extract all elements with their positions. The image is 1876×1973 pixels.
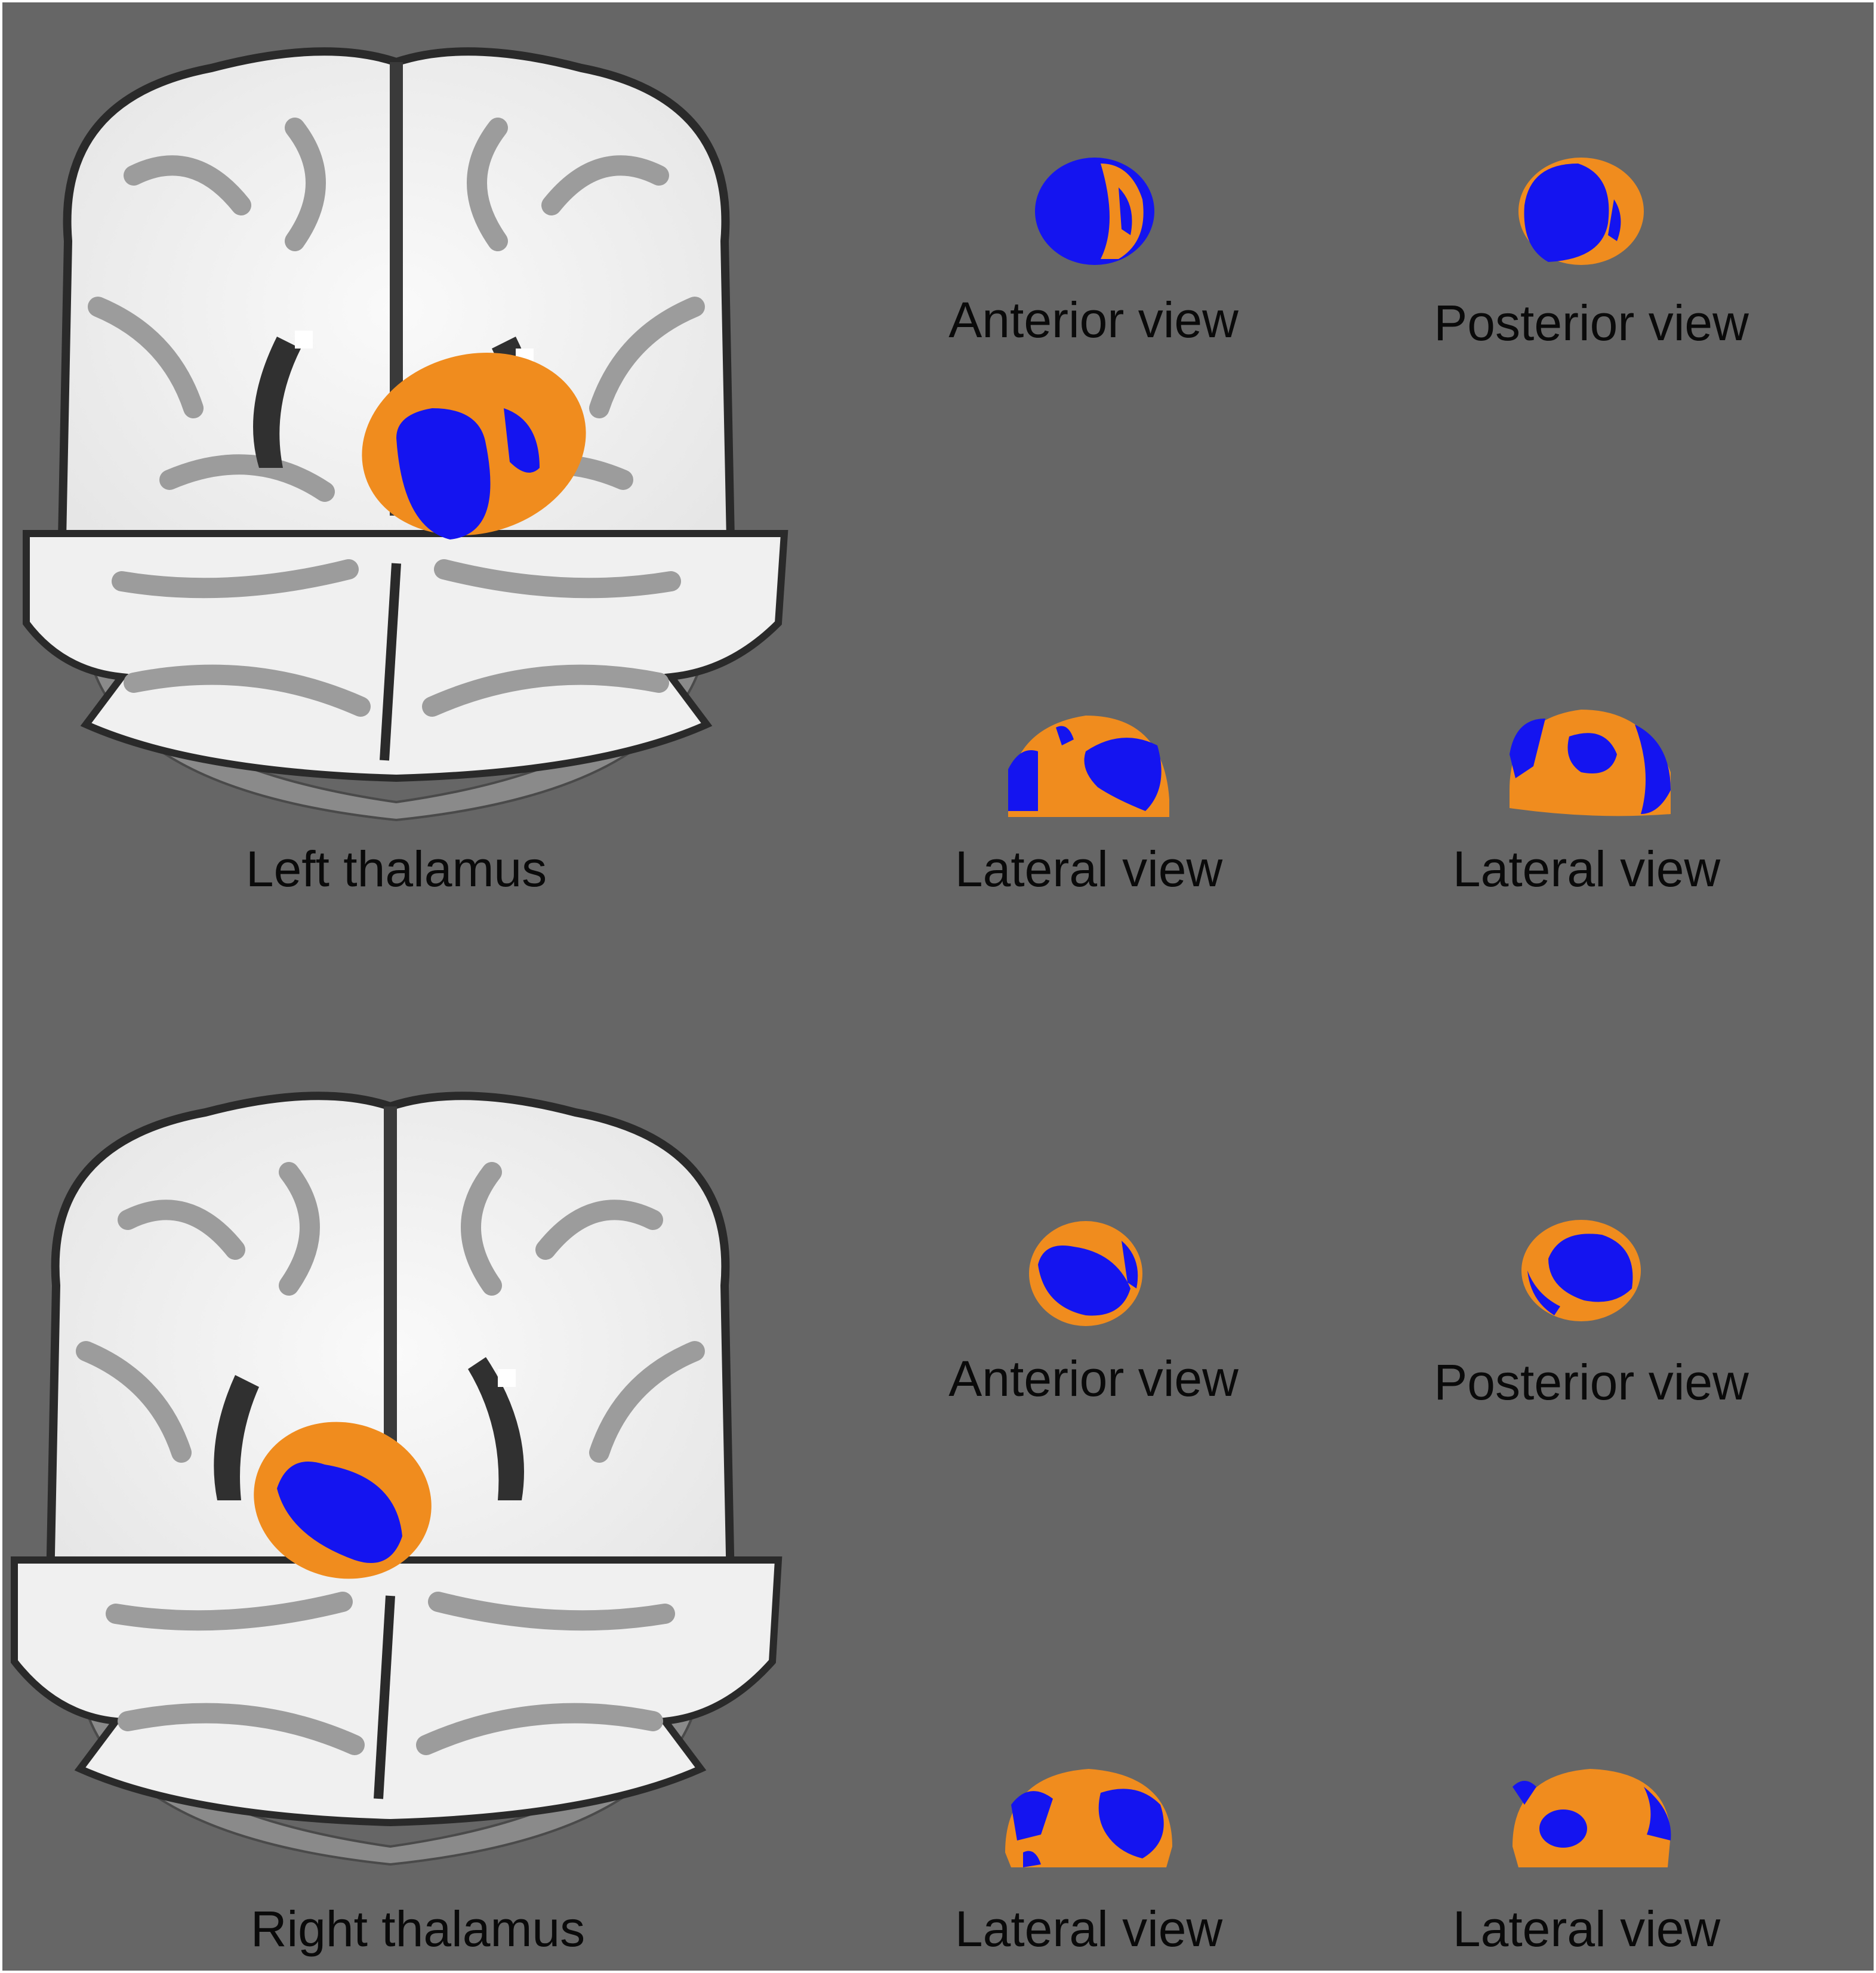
left-lateral-view-1-render: [1008, 716, 1169, 817]
right-anterior-view-render: [1029, 1221, 1142, 1326]
right-anterior-view-label: Anterior view: [948, 1351, 1239, 1407]
right-posterior-view-render: [1521, 1220, 1641, 1321]
right-lateral-view-2-label: Lateral view: [1452, 1901, 1721, 1957]
left-lateral-view-2-label: Lateral view: [1452, 841, 1721, 897]
right-lateral-view-1-render: [1005, 1769, 1172, 1867]
right-thalamus-brain-render: [11, 1092, 783, 1866]
right-lateral-view-1-label: Lateral view: [954, 1901, 1223, 1957]
left-thalamus-label: Left thalamus: [245, 841, 547, 897]
left-lateral-view-1-label: Lateral view: [954, 841, 1223, 897]
left-posterior-view-render: [1518, 158, 1644, 265]
right-thalamus-label: Right thalamus: [250, 1901, 586, 1957]
right-posterior-view-label: Posterior view: [1434, 1354, 1749, 1410]
left-thalamus-surface: [362, 352, 586, 540]
left-thalamus-brain-render: [23, 47, 788, 822]
left-anterior-view-render: [1035, 158, 1154, 265]
right-lateral-view-2-render: [1512, 1769, 1671, 1867]
left-anterior-view-label: Anterior view: [948, 292, 1239, 348]
left-posterior-view-label: Posterior view: [1434, 295, 1749, 351]
right-thalamus-surface: [254, 1422, 432, 1579]
left-lateral-view-2-render: [1510, 710, 1671, 816]
